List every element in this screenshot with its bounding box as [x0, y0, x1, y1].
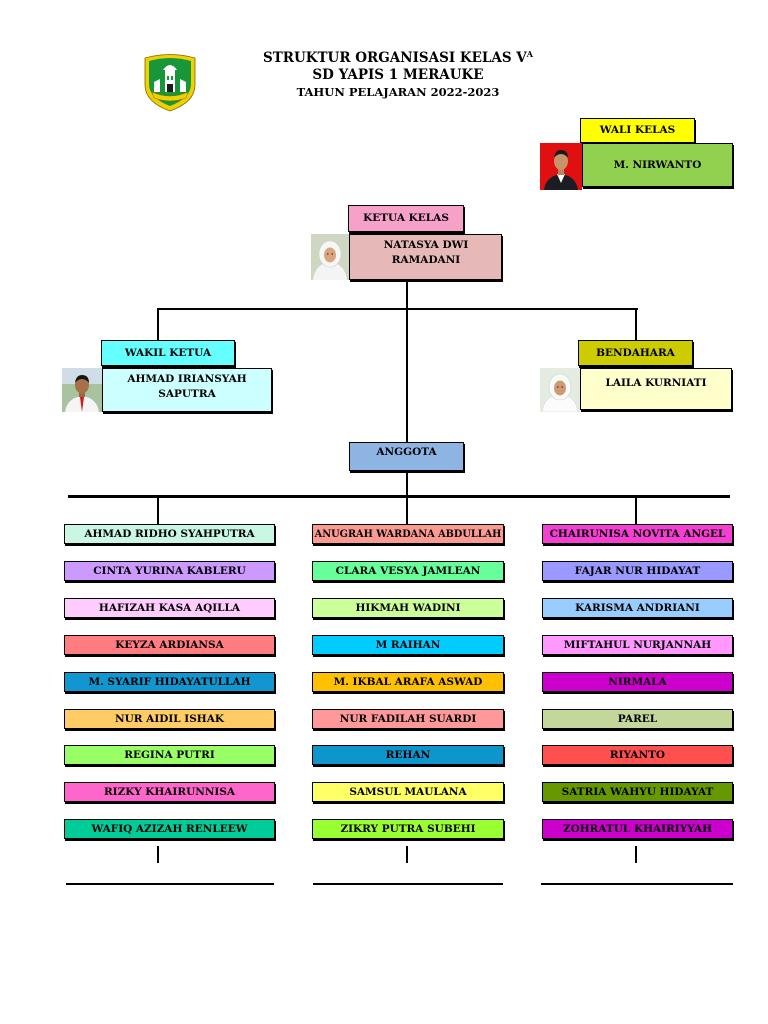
member-box: RIZKY KHAIRUNNISA [64, 782, 275, 802]
bendahara-name-box: LAILA KURNIATI [580, 368, 732, 410]
wali-kelas-photo [540, 143, 582, 190]
member-box: CLARA VESYA JAMLEAN [312, 561, 504, 581]
member-box: KEYZA ARDIANSA [64, 635, 275, 655]
member-box: CINTA YURINA KABLERU [64, 561, 275, 581]
member-box: REGINA PUTRI [64, 745, 275, 765]
wakil-ketua-name-box: AHMAD IRIANSYAH SAPUTRA [102, 368, 272, 412]
member-box: NIRMALA [542, 672, 733, 692]
column-base-line [313, 883, 503, 885]
connector-line [157, 846, 159, 863]
wakil-ketua-name: AHMAD IRIANSYAH SAPUTRA [127, 373, 247, 400]
connector-line [406, 471, 408, 496]
member-box: WAFIQ AZIZAH RENLEEW [64, 819, 275, 839]
member-box: ZIKRY PUTRA SUBEHI [312, 819, 504, 839]
member-box: ANUGRAH WARDANA ABDULLAH [312, 524, 504, 544]
member-box: HAFIZAH KASA AQILLA [64, 598, 275, 618]
connector-line [157, 308, 638, 310]
member-box: SAMSUL MAULANA [312, 782, 504, 802]
connector-line [157, 308, 159, 340]
ketua-kelas-name: NATASYA DWI RAMADANI [383, 239, 469, 266]
connector-line [635, 308, 637, 340]
member-box: KARISMA ANDRIANI [542, 598, 733, 618]
academic-year: TAHUN PELAJARAN 2022-2023 [296, 85, 500, 99]
member-box: M. SYARIF HIDAYATULLAH [64, 672, 275, 692]
member-box: PAREL [542, 709, 733, 729]
wakil-ketua-role-box: WAKIL KETUA [101, 340, 235, 366]
connector-line [406, 280, 408, 442]
member-box: NUR AIDIL ISHAK [64, 709, 275, 729]
ketua-kelas-photo [311, 234, 349, 280]
member-box: M RAIHAN [312, 635, 504, 655]
connector-line [635, 846, 637, 863]
member-box: FAJAR NUR HIDAYAT [542, 561, 733, 581]
ketua-kelas-role-box: KETUA KELAS [348, 205, 464, 232]
member-box: SATRIA WAHYU HIDAYAT [542, 782, 733, 802]
member-box: HIKMAH WADINI [312, 598, 504, 618]
school-logo [140, 52, 200, 112]
column-base-line [541, 883, 733, 885]
school-name: SD YAPIS 1 MERAUKE [312, 67, 484, 83]
chart-header: STRUKTUR ORGANISASI KELAS VA SD YAPIS 1 … [228, 50, 568, 101]
connector-line [635, 497, 637, 524]
member-box: CHAIRUNISA NOVITA ANGEL [542, 524, 733, 544]
connector-line [406, 846, 408, 863]
member-box: ZOHRATUL KHAIRIYYAH [542, 819, 733, 839]
member-box: MIFTAHUL NURJANNAH [542, 635, 733, 655]
connector-line [157, 497, 159, 524]
bendahara-role-box: BENDAHARA [578, 340, 693, 366]
chart-title: STRUKTUR ORGANISASI KELAS VA [262, 49, 534, 66]
wali-kelas-role-box: WALI KELAS [580, 118, 695, 143]
member-box: NUR FADILAH SUARDI [312, 709, 504, 729]
wakil-ketua-photo [62, 368, 102, 412]
anggota-label-box: ANGGOTA [349, 442, 464, 471]
member-box: M. IKBAL ARAFA ASWAD [312, 672, 504, 692]
ketua-kelas-name-box: NATASYA DWI RAMADANI [349, 234, 502, 280]
member-box: REHAN [312, 745, 504, 765]
column-base-line [66, 883, 274, 885]
connector-line [406, 497, 408, 524]
wali-kelas-name-box: M. NIRWANTO [582, 143, 733, 187]
members-bar-line [68, 495, 730, 498]
member-box: AHMAD RIDHO SYAHPUTRA [64, 524, 275, 544]
bendahara-photo [540, 368, 580, 412]
chart-title-superscript: A [526, 49, 534, 59]
member-box: RIYANTO [542, 745, 733, 765]
